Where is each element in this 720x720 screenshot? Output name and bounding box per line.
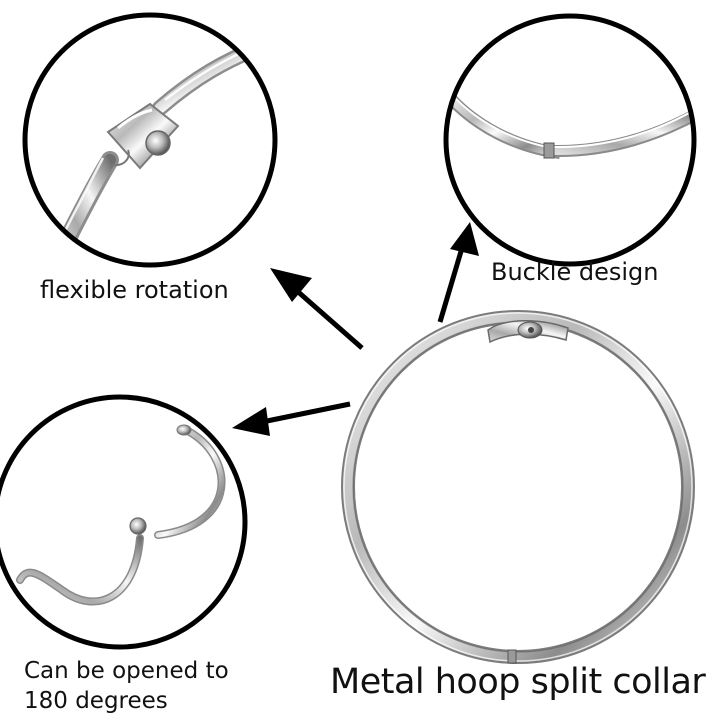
arrow-to-open-ring [232, 401, 351, 436]
arrow-to-flexible-rotation [270, 268, 364, 350]
main-ring-photo [341, 310, 695, 664]
arrow-icon [270, 268, 312, 302]
buckle-detail-circle [443, 13, 697, 267]
open-ring-photo [16, 424, 226, 606]
arrow-to-buckle-design [437, 222, 479, 323]
arrow-icon [232, 407, 270, 436]
open-180-label: Can be opened to 180 degrees [24, 658, 229, 714]
buckle-design-label: Buckle design [491, 258, 659, 286]
open-ring-circle [0, 394, 248, 650]
product-title: Metal hoop split collar [330, 662, 706, 702]
hinge-detail-circle [22, 12, 278, 268]
flexible-rotation-label: flexible rotation [40, 276, 229, 304]
arrow-icon [450, 222, 479, 256]
buckle-detail-photo [446, 87, 694, 159]
